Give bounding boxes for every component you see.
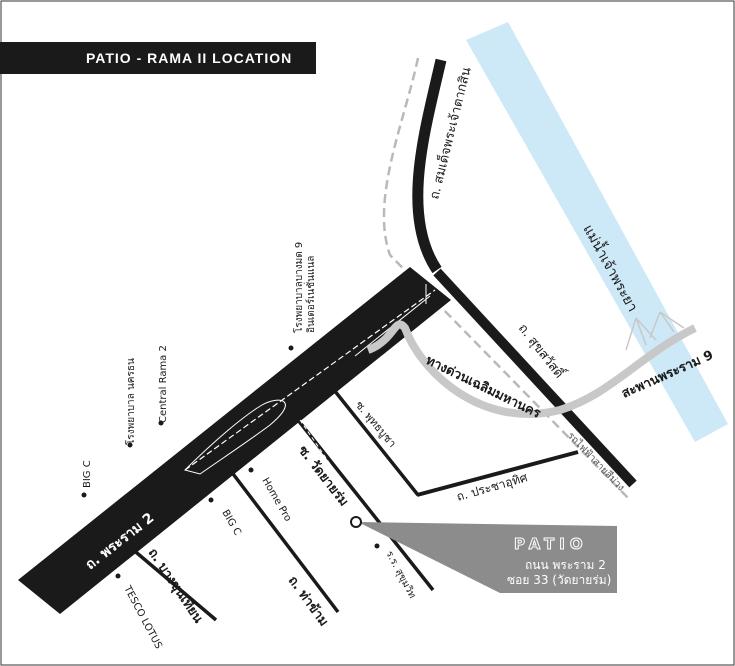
road-rama2-loop bbox=[184, 399, 286, 475]
purple-line-rail bbox=[382, 57, 631, 501]
page-title: PATIO - RAMA II LOCATION bbox=[86, 50, 293, 66]
expressway bbox=[366, 320, 697, 418]
landmark-hospital-9-line2: อินเตอร์เนชั่นแนล bbox=[303, 256, 317, 333]
road-rama2 bbox=[18, 267, 451, 614]
rama9-bridge bbox=[625, 311, 685, 351]
landmark-dot-school bbox=[374, 543, 380, 549]
landmark-dot-hospital-nakorn bbox=[127, 442, 133, 448]
road-suksawat bbox=[433, 268, 637, 488]
landmark-tesco: TESCO LOTUS bbox=[121, 583, 164, 651]
road-label-bang-khun-thian: ถ. บางขุนเทียน bbox=[145, 545, 207, 626]
landmark-dot-home-pro bbox=[248, 467, 254, 473]
chao-phraya-river bbox=[466, 22, 728, 442]
road-label-suksawat: ถ. สุขสวัสดิ์ bbox=[515, 319, 570, 382]
landmark-dot-tesco bbox=[115, 573, 121, 579]
road-bang-khun-thian bbox=[122, 540, 218, 622]
landmark-bigc-2: BIG C bbox=[219, 508, 242, 538]
landmark-central: Central Rama 2 bbox=[158, 345, 169, 423]
landmark-bigc-1: BIG C bbox=[82, 460, 93, 488]
road-pracha-uthit bbox=[416, 450, 579, 497]
road-phutthabucha bbox=[328, 383, 420, 497]
landmark-dot-central bbox=[158, 420, 164, 426]
patio-marker bbox=[350, 516, 362, 528]
patio-logo: PATIO bbox=[514, 535, 588, 553]
patio-address-line1: ถนน พระราม 2 bbox=[525, 558, 606, 572]
road-tha-kham bbox=[222, 460, 340, 614]
road-label-tha-kham: ถ. ท่าข้าม bbox=[285, 573, 332, 629]
patio-callout bbox=[358, 522, 617, 593]
title-bar: PATIO - RAMA II LOCATION bbox=[0, 42, 316, 74]
landmark-dot-bigc-2 bbox=[208, 497, 214, 503]
patio-address-line2: ซอย 33 (วัดยายร่ม) bbox=[507, 573, 611, 587]
landmark-school: ร.ร. สุขุมวิท bbox=[383, 549, 417, 600]
road-wutthakat-dashes bbox=[299, 419, 359, 506]
landmark-dot-hospital-9 bbox=[288, 345, 294, 351]
landmark-hospital-nakorn: โรงพยาบาล นครธน bbox=[124, 358, 137, 445]
landmark-dot-bigc-1 bbox=[81, 492, 87, 498]
road-rama2-divider bbox=[184, 289, 436, 471]
landmark-hospital-9: โรงพยาบาลบางมด 9 bbox=[292, 242, 305, 333]
road-wutthakat bbox=[288, 408, 435, 592]
road-taksin bbox=[412, 58, 447, 274]
